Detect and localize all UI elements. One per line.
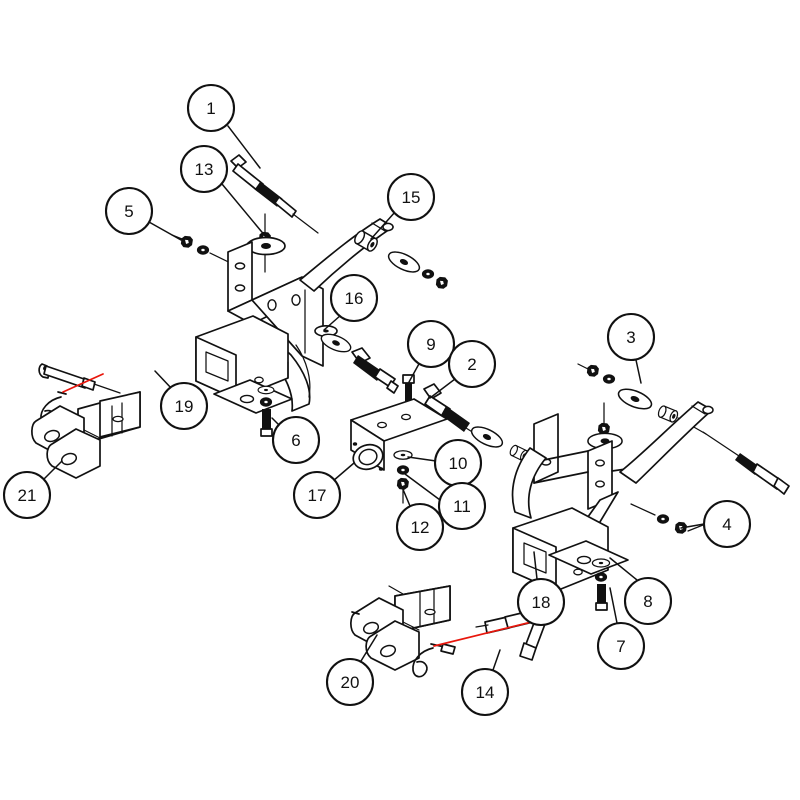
callout-bubble-18[interactable] [516, 577, 566, 627]
right-long-bolt [702, 431, 790, 495]
part-15-hexnut [435, 276, 448, 289]
part-15-lockwasher [421, 269, 435, 279]
callout-leader-12 [401, 486, 411, 507]
part-5-lockwasher [196, 245, 210, 255]
part-4-nut-washer [630, 503, 704, 534]
callout-bubble-13[interactable] [179, 144, 229, 194]
callout-6[interactable]: 6 [271, 415, 321, 465]
callout-bubble-7[interactable] [596, 621, 646, 671]
part-6-lockwasher [259, 397, 273, 407]
callout-bubble-4[interactable] [702, 499, 752, 549]
part-7-8-hardware [591, 558, 611, 611]
callout-leader-1 [227, 125, 261, 169]
callout-leader-7 [609, 587, 618, 624]
callout-bubble-14[interactable] [460, 667, 510, 717]
callout-bubble-2[interactable] [447, 339, 497, 389]
callout-bubble-21[interactable] [2, 470, 52, 520]
callout-bubble-3[interactable] [606, 312, 656, 362]
callout-leader-18 [533, 551, 538, 580]
callout-bubble-19[interactable] [159, 381, 209, 431]
part-16-washer-bolt [314, 324, 399, 394]
callout-leader-14 [492, 649, 501, 671]
hitch-receiver-bottom-assembly [350, 585, 547, 678]
part-4-lockwasher [656, 514, 670, 524]
part-11-lockwasher [396, 465, 410, 475]
right-center-hexnut [597, 422, 610, 435]
part-6-bolt-stack [257, 385, 275, 437]
part-17-center-plate [350, 398, 448, 471]
part-3-hexnut [586, 364, 599, 377]
callout-leader-5 [148, 221, 182, 241]
callout-bubble-11[interactable] [437, 481, 487, 531]
callout-bubble-12[interactable] [395, 502, 445, 552]
callout-bubble-1[interactable] [186, 83, 236, 133]
callout-bubble-16[interactable] [329, 273, 379, 323]
center-plate-assembly [350, 374, 530, 504]
callout-leader-21 [43, 460, 63, 480]
callout-leader-20 [360, 634, 378, 662]
callout-leader-3 [635, 359, 642, 384]
part-8-lockwasher [594, 572, 608, 582]
part-5-hexnut [180, 235, 193, 248]
callout-bubble-17[interactable] [292, 470, 342, 520]
part-3-lockwasher [602, 374, 616, 384]
callout-bubble-15[interactable] [386, 172, 436, 222]
callout-leader-2 [429, 378, 456, 399]
left-mount-bracket-assembly [171, 154, 399, 437]
callout-leader-16 [323, 314, 342, 331]
callout-leader-4 [680, 523, 705, 529]
callout-bubble-6[interactable] [271, 415, 321, 465]
callout-7[interactable]: 7 [596, 587, 646, 671]
callout-leader-8 [609, 557, 638, 581]
callout-bubble-9[interactable] [406, 319, 456, 369]
callout-14[interactable]: 14 [460, 649, 510, 717]
callout-leader-19 [154, 370, 173, 390]
callout-leader-9 [408, 361, 421, 383]
callout-bubble-5[interactable] [104, 186, 154, 236]
part-1-long-bolt [230, 154, 319, 234]
callout-leader-15 [370, 211, 396, 240]
part-10-flat-washer [393, 450, 413, 460]
callout-leader-17 [332, 462, 355, 482]
hitch-bar-bottom [350, 585, 451, 671]
callout-leader-10 [407, 456, 437, 462]
callout-4[interactable]: 4 [680, 499, 752, 549]
callout-leader-13 [221, 183, 267, 238]
callout-bubble-8[interactable] [623, 576, 673, 626]
callout-leader-11 [404, 473, 441, 501]
callout-bubble-20[interactable] [325, 657, 375, 707]
callout-bubble-10[interactable] [433, 438, 483, 488]
part-2-long-bolt [423, 383, 530, 463]
hitch-pin-clip-accent-left [62, 373, 104, 393]
